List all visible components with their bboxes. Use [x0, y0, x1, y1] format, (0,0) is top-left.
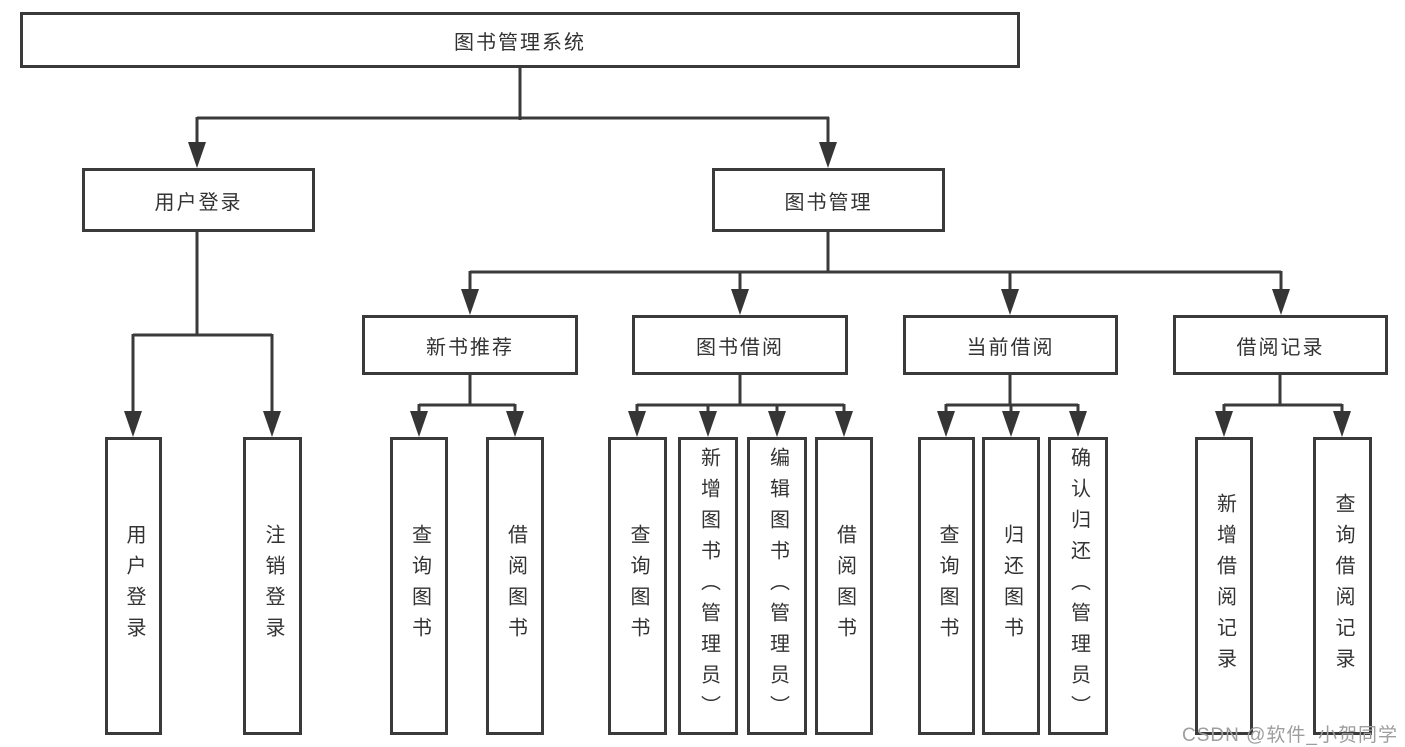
leaf-query-borrow-record: 查询借阅记录 [1313, 437, 1372, 735]
node-library-system: 图书管理系统 [20, 12, 1020, 68]
leaf-borrow-query-books: 查询图书 [608, 437, 667, 735]
leaf-borrow-books-label: 借阅图书 [833, 524, 856, 648]
leaf-user-login-label: 用户登录 [123, 524, 145, 648]
node-new-book-recommend-label: 新书推荐 [426, 336, 514, 359]
node-borrow-records: 借阅记录 [1173, 315, 1388, 375]
leaf-query-borrow-record-label: 查询借阅记录 [1332, 493, 1354, 679]
csdn-watermark: CSDN @软件_小贺同学 [1182, 725, 1398, 746]
leaf-borrow-query-books-label: 查询图书 [627, 524, 649, 648]
leaf-return-books-label: 归还图书 [1000, 524, 1023, 648]
node-borrow-records-label: 借阅记录 [1236, 336, 1325, 359]
leaf-add-books-admin: 新增图书（管理员） [678, 437, 738, 735]
node-library-system-label: 图书管理系统 [454, 31, 586, 54]
leaf-edit-books-admin: 编辑图书（管理员） [747, 437, 807, 735]
leaf-recommend-borrow-books-label: 借阅图书 [504, 524, 527, 648]
leaf-add-borrow-record-label: 新增借阅记录 [1213, 493, 1236, 679]
leaf-logout-label: 注销登录 [262, 524, 284, 648]
leaf-logout: 注销登录 [243, 437, 302, 735]
leaf-recommend-query-books: 查询图书 [390, 437, 448, 735]
node-new-book-recommend: 新书推荐 [362, 315, 578, 375]
node-user-login-label: 用户登录 [154, 191, 243, 214]
node-user-login: 用户登录 [82, 168, 315, 232]
node-book-borrow-label: 图书借阅 [696, 336, 784, 359]
leaf-return-books: 归还图书 [982, 437, 1040, 735]
node-book-management-label: 图书管理 [784, 191, 873, 214]
leaf-current-query-books-label: 查询图书 [936, 524, 958, 648]
node-current-borrow-label: 当前借阅 [966, 336, 1055, 359]
leaf-add-books-admin-label: 新增图书（管理员） [697, 446, 720, 726]
node-book-management: 图书管理 [712, 168, 945, 232]
leaf-borrow-books: 借阅图书 [815, 437, 873, 735]
leaf-user-login: 用户登录 [105, 437, 162, 735]
node-current-borrow: 当前借阅 [903, 315, 1118, 375]
node-book-borrow: 图书借阅 [632, 315, 848, 375]
leaf-recommend-borrow-books: 借阅图书 [486, 437, 544, 735]
leaf-recommend-query-books-label: 查询图书 [408, 524, 431, 648]
leaf-current-query-books: 查询图书 [918, 437, 975, 735]
leaf-confirm-return-admin-label: 确认归还（管理员） [1067, 446, 1090, 726]
leaf-confirm-return-admin: 确认归还（管理员） [1048, 437, 1108, 735]
leaf-add-borrow-record: 新增借阅记录 [1195, 437, 1253, 735]
leaf-edit-books-admin-label: 编辑图书（管理员） [766, 446, 789, 726]
